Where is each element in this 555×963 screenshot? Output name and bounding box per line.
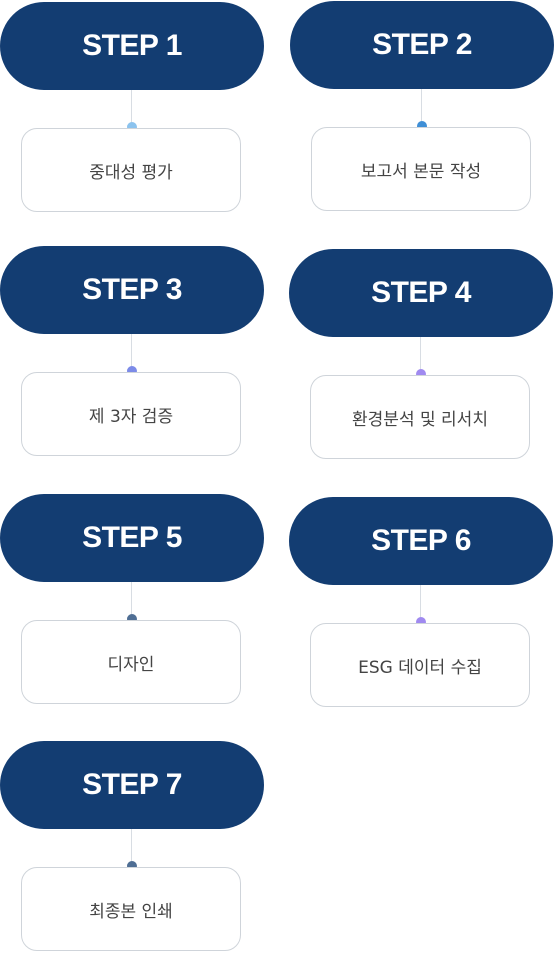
- step-1-card: 중대성 평가: [21, 128, 241, 212]
- step-2-pill: STEP 2: [290, 1, 554, 89]
- step-3-connector: [131, 334, 132, 372]
- step-2-card: 보고서 본문 작성: [311, 127, 531, 211]
- step-2-connector: [421, 89, 422, 127]
- step-5-card: 디자인: [21, 620, 241, 704]
- step-1-dot: [127, 122, 137, 132]
- step-2-dot: [417, 121, 427, 131]
- step-4-pill: STEP 4: [289, 249, 553, 337]
- step-2: STEP 2 보고서 본문 작성: [290, 1, 554, 223]
- step-6-card: ESG 데이터 수집: [310, 623, 530, 707]
- step-7-card: 최종본 인쇄: [21, 867, 241, 951]
- step-3-dot: [127, 366, 137, 376]
- step-5-dot: [127, 614, 137, 624]
- step-5-connector: [131, 582, 132, 620]
- step-4-connector: [420, 337, 421, 375]
- step-6-dot: [416, 617, 426, 627]
- step-6-pill: STEP 6: [289, 497, 553, 585]
- step-7: STEP 7 최종본 인쇄: [0, 741, 264, 963]
- step-4: STEP 4 환경분석 및 리서치: [289, 249, 553, 471]
- step-6-connector: [420, 585, 421, 623]
- step-3-card: 제 3자 검증: [21, 372, 241, 456]
- step-7-pill: STEP 7: [0, 741, 264, 829]
- step-1-pill: STEP 1: [0, 2, 264, 90]
- step-4-card: 환경분석 및 리서치: [310, 375, 530, 459]
- step-1-connector: [131, 90, 132, 128]
- step-5: STEP 5 디자인: [0, 494, 264, 716]
- step-5-pill: STEP 5: [0, 494, 264, 582]
- step-4-dot: [416, 369, 426, 379]
- step-7-connector: [131, 829, 132, 867]
- step-1: STEP 1 중대성 평가: [0, 2, 264, 224]
- step-7-dot: [127, 861, 137, 871]
- step-3-pill: STEP 3: [0, 246, 264, 334]
- step-6: STEP 6 ESG 데이터 수집: [289, 497, 553, 719]
- step-3: STEP 3 제 3자 검증: [0, 246, 264, 468]
